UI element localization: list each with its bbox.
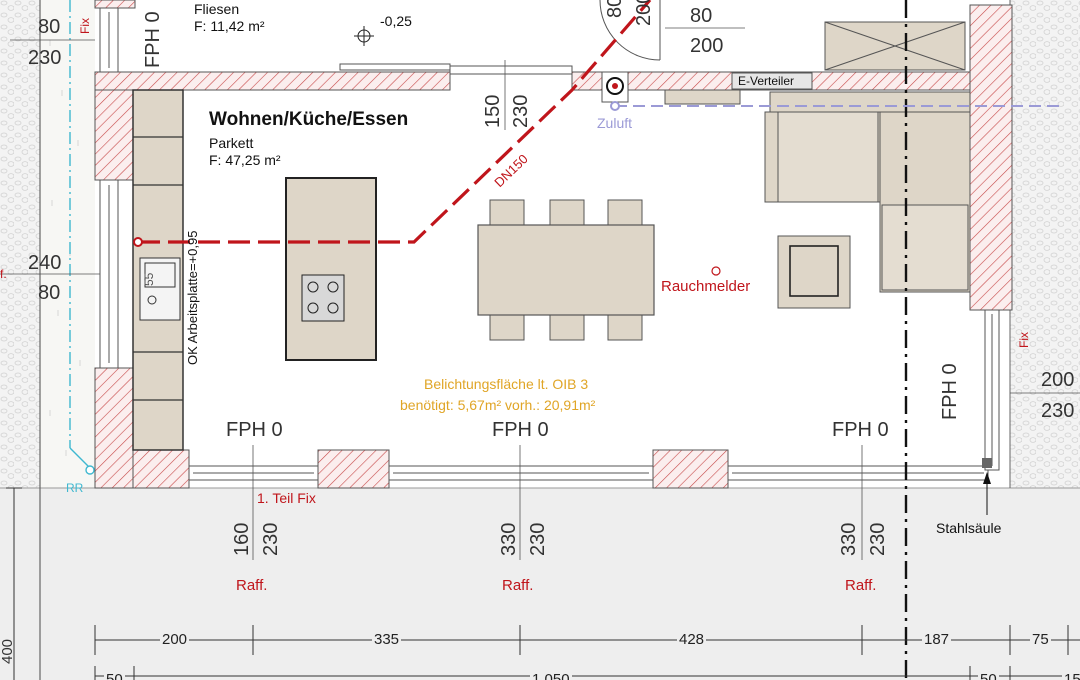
teil-fix-label: 1. Teil Fix [257,490,316,506]
wall-pier-3 [652,449,729,489]
dining-set [477,199,655,341]
e-verteiler-label: E-Verteiler [738,74,795,88]
wall-left-upper [94,89,134,181]
dim-left-240: 240 [28,252,62,274]
belichtung-line-2: benötigt: 5,67m² vorh.: 20,91m² [400,397,596,413]
dim-top-door-200-partial: 200 [633,0,655,26]
dim-bottom-230c: 230 [867,522,889,556]
door-swing [599,0,661,61]
gravel-right [1010,0,1080,488]
dim-top-left-80: 80 [38,16,61,38]
room-title: Wohnen/Küche/Essen [209,109,409,130]
fix-label-top-left: Fix [78,18,92,34]
dim-chain-2-seg-2: 1.050 [530,672,572,680]
dim-top-door-80: 80 [690,5,713,27]
zuluft-label: Zuluft [597,115,633,131]
left-dimension-line [6,487,22,680]
dim-right-230: 230 [1041,400,1075,422]
shelf [664,89,741,105]
dim-chain-1-seg-5: 75 [1030,631,1051,648]
dim-top-left-230: 230 [28,47,62,69]
level-value: -0,25 [380,13,412,29]
partial-label-f: f. [0,267,7,281]
dim-chain-1-seg-2: 335 [372,631,402,648]
dim-right-200: 200 [1041,369,1075,391]
fph-label-right: FPH 0 [832,419,889,441]
wall-left-lower [94,367,134,489]
sink [139,257,181,321]
top-room-area: F: 11,42 m² [194,18,265,34]
terrace [0,488,1080,680]
side-table [777,235,851,309]
dim-chain-2-seg-4: 15 [1062,672,1080,680]
cooktop [301,274,345,322]
steel-column [982,458,992,468]
number-55-label: 55 [142,272,156,286]
wall-right [969,4,1013,311]
dining-table [477,224,655,316]
dim-left-80: 80 [38,282,61,304]
dim-bottom-330a: 330 [498,522,520,556]
dim-bottom-230a: 230 [260,522,282,556]
gravel-left [0,0,40,488]
fph-label-left: FPH 0 [226,419,283,441]
rauchmelder-label: Rauchmelder [661,278,751,295]
arrow-icon [983,472,991,484]
dim-chain-2-seg-1: 50 [104,672,125,680]
top-room-floor: Fliesen [194,1,240,17]
dim-left-edge-400: 400 [0,638,16,664]
belichtung-line-1: Belichtungsfläche lt. OIB 3 [424,376,589,392]
stahlsaeule-label: Stahlsäule [936,520,1002,536]
raff-label-3: Raff. [845,577,877,594]
fph-label-mid: FPH 0 [492,419,549,441]
wall-top-stub [94,0,136,9]
dim-chain-1-seg-1: 200 [160,631,190,648]
dn150-pipe [138,0,652,244]
dim-top-230: 230 [510,94,532,128]
wall-pier-2 [317,449,390,489]
dim-bottom-330b: 330 [838,522,860,556]
fix-label-right: Fix [1017,332,1031,348]
dimension-chain-2-lines [94,666,1080,680]
dim-chain-1-seg-4: 187 [922,631,952,648]
room-area: F: 47,25 m² [209,152,281,168]
e-verteiler-box [731,72,813,90]
dim-chain-2-seg-3: 50 [978,672,999,680]
rr-label: RR [66,481,84,495]
grass-marks [49,40,81,456]
dim-top-door-80-partial: 80 [604,0,626,18]
ok-arbeitsplatte-label: OK Arbeitsplatte=+0,95 [185,230,200,365]
top-opening [449,65,573,75]
raff-label-2: Raff. [502,577,534,594]
dim-bottom-160: 160 [231,522,253,556]
fph-label-top-left: FPH 0 [142,11,164,68]
dim-top-150: 150 [482,94,504,128]
dim-top-door-200: 200 [690,35,724,57]
dimension-chain-1-lines [94,625,1080,655]
fph-label-right-wall: FPH 0 [939,363,961,420]
smoke-detector-icon [711,266,721,276]
lawn-strip [40,0,95,488]
dim-chain-1-seg-3: 428 [677,631,707,648]
kitchen-island [285,177,377,361]
dim-bottom-230b: 230 [527,522,549,556]
wall-top-left [94,71,451,91]
room-floor-type: Parkett [209,135,254,151]
raff-label-1: Raff. [236,577,268,594]
wall-pier-1 [132,449,190,489]
sofa [764,91,971,293]
